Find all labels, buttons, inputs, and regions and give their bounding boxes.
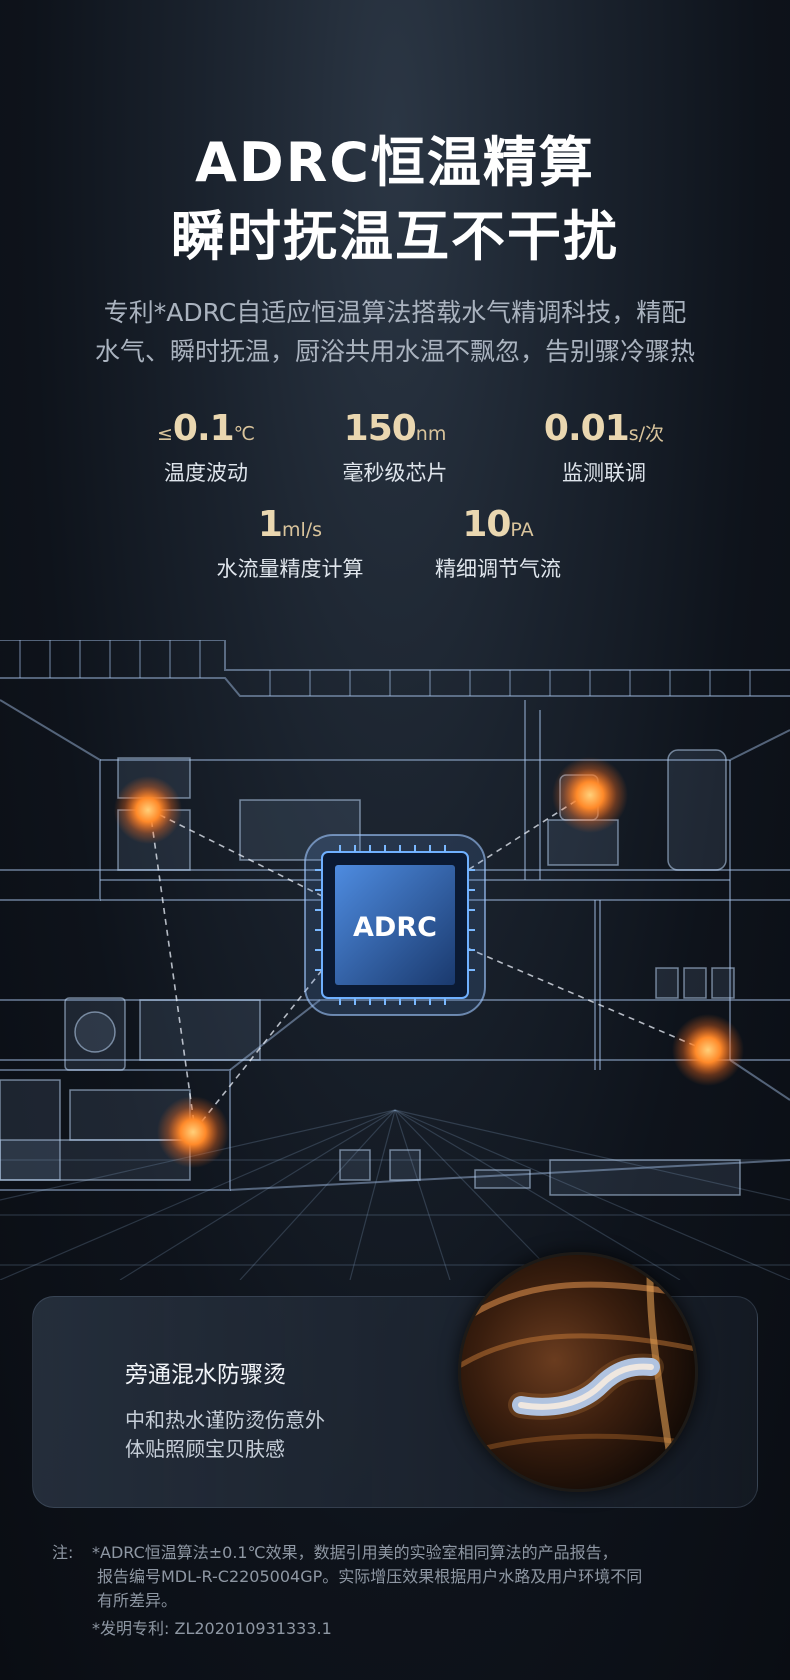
stat-value: 10: [462, 504, 511, 545]
pipe-closeup-image: [458, 1252, 698, 1492]
description-line-2: 水气、瞬时抚温，厨浴共用水温不飘忽，告别骤冷骤热: [94, 337, 695, 366]
floor-grid: [0, 1109, 790, 1280]
heat-nodes: [114, 757, 744, 1168]
headline-line-1: ADRC恒温精算: [195, 131, 595, 194]
note-prefix: 注:: [52, 1543, 74, 1562]
stat-label: 毫秒级芯片: [342, 461, 448, 485]
stat-unit: nm: [415, 423, 447, 445]
house-wireframe-illustration: ADRC: [0, 640, 790, 1280]
stat-value: 0.01: [543, 408, 630, 449]
stat-label: 水流量精度计算: [216, 557, 364, 581]
note-line-2: 报告编号MDL-R-C2205004GP。实际增压效果根据用户水路及用户环境不同: [97, 1567, 643, 1586]
stat-prefix: ≤: [156, 423, 173, 445]
stat-chip: 150nm 毫秒级芯片: [285, 408, 505, 487]
description-line-1: 专利*ADRC自适应恒温算法搭载水气精调科技，精配: [103, 298, 687, 327]
stat-label: 监测联调: [562, 461, 646, 485]
headline-line-2: 瞬时抚温互不干扰: [171, 205, 619, 268]
stat-unit: ml/s: [281, 519, 323, 541]
stat-value: 1: [257, 504, 283, 545]
note-line-1: *ADRC恒温算法±0.1℃效果，数据引用美的实验室相同算法的产品报告，: [92, 1543, 618, 1562]
feature-line-1: 中和热水谨防烫伤意外: [125, 1408, 325, 1432]
stat-unit: ℃: [233, 423, 256, 445]
stat-airflow: 10PA 精细调节气流: [388, 504, 608, 583]
stat-unit: PA: [510, 519, 534, 541]
stat-monitor: 0.01s/次 监测联调: [494, 408, 714, 487]
note-line-4: *发明专利: ZL202010931333.1: [92, 1619, 332, 1638]
feature-title: 旁通混水防骤烫: [125, 1362, 286, 1388]
note-line-3: 有所差异。: [97, 1591, 178, 1610]
stat-value: 0.1: [172, 408, 235, 449]
stat-flow: 1ml/s 水流量精度计算: [180, 504, 400, 583]
furniture: [0, 749, 741, 1196]
stat-temperature: ≤0.1℃ 温度波动: [96, 408, 316, 487]
chip-label: ADRC: [353, 912, 437, 943]
stat-label: 精细调节气流: [435, 557, 561, 581]
adrc-chip: ADRC: [304, 834, 486, 1016]
feature-line-2: 体贴照顾宝贝肤感: [125, 1437, 285, 1461]
stat-label: 温度波动: [164, 461, 248, 485]
stat-unit: s/次: [628, 423, 665, 445]
pipe-illustration: [461, 1255, 695, 1489]
chip-pins: [315, 845, 475, 1005]
stat-value: 150: [343, 408, 417, 449]
